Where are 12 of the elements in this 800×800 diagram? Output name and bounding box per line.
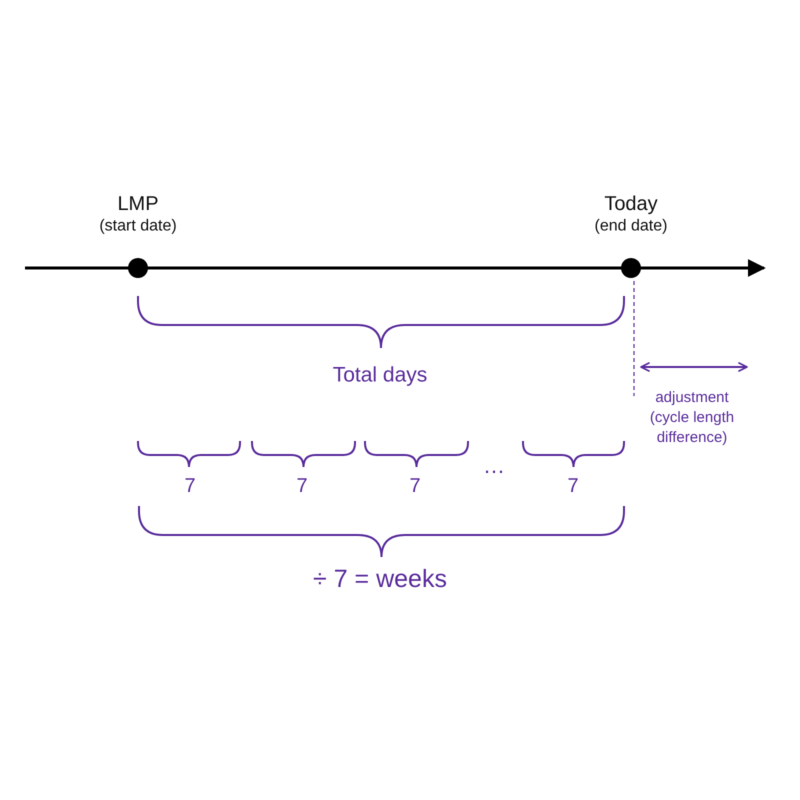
ellipsis-mark: …	[483, 452, 505, 480]
date-label: LMP	[117, 192, 159, 216]
weeks-formula: ÷ 7 = weeks	[313, 564, 447, 594]
day-count: 7	[567, 474, 579, 498]
day-count: 7	[296, 474, 308, 498]
date-sublabel: (end date)	[594, 216, 668, 236]
date-sublabel: (start date)	[99, 216, 177, 236]
date-label: Today	[604, 192, 658, 216]
total-days-label: Total days	[332, 362, 428, 388]
day-count: 7	[409, 474, 421, 498]
day-count: 7	[184, 474, 196, 498]
adjustment-note: adjustment (cycle length difference)	[648, 388, 736, 448]
